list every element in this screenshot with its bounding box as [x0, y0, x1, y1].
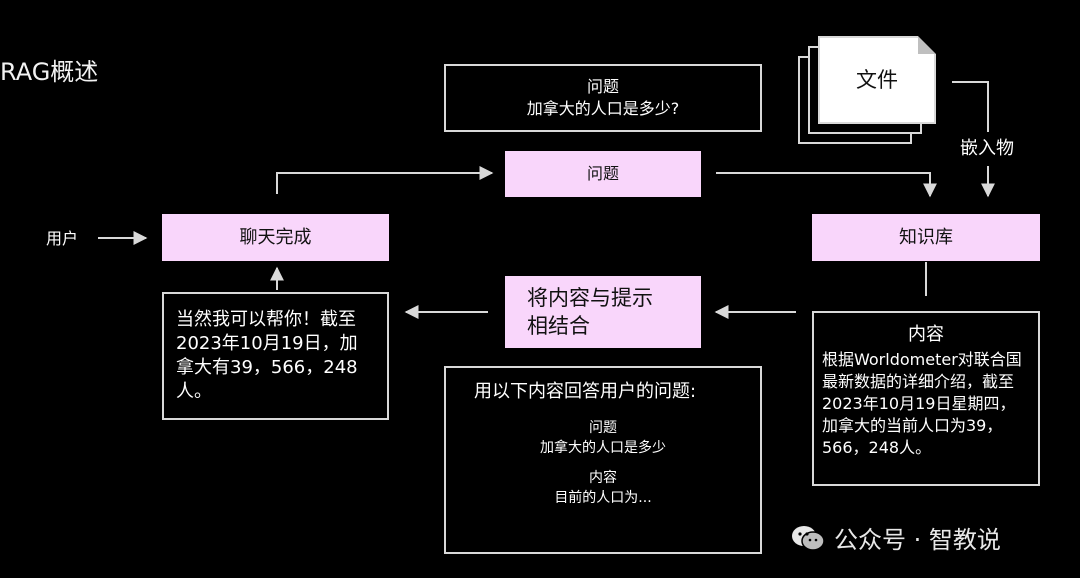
prompt-content-label: 内容	[589, 470, 617, 486]
arrow-file-to-kb	[952, 81, 989, 132]
user-label: 用户	[46, 229, 79, 248]
prompt-content-text: 目前的人口为...	[554, 490, 652, 506]
chat-completion-node: 聊天完成	[162, 214, 389, 261]
prompt-box: 用以下内容回答用户的问题: 问题 加拿大的人口是多少 内容 目前的人口为...	[444, 366, 762, 554]
content-label: 内容	[908, 324, 944, 345]
knowledge-base-label: 知识库	[899, 226, 953, 248]
chat-completion-label: 聊天完成	[239, 226, 312, 248]
page-title: RAG概述	[0, 58, 99, 86]
answer-text: 当然我可以帮你！截至2023年10月19日，加拿大有39，566，248人。	[176, 309, 358, 402]
combine-line-1: 将内容与提示	[527, 286, 653, 310]
wechat-icon	[792, 525, 825, 551]
file-node: 文件	[818, 36, 936, 124]
question-box: 问题 加拿大的人口是多少?	[444, 64, 762, 132]
content-text: 根据Worldometer对联合国最新数据的详细介绍，截至2023年10月19日…	[822, 350, 1022, 457]
file-label: 文件	[856, 68, 898, 92]
combine-line-2: 相结合	[527, 314, 590, 338]
prompt-question-text: 加拿大的人口是多少	[540, 440, 666, 456]
arrow-chat-to-query	[276, 166, 494, 194]
prompt-header: 用以下内容回答用户的问题:	[474, 381, 697, 402]
prompt-question-label: 问题	[589, 420, 617, 436]
knowledge-base-node: 知识库	[812, 214, 1040, 261]
watermark: 公众号 · 智教说	[790, 520, 1001, 555]
question-box-text: 加拿大的人口是多少?	[526, 99, 680, 118]
combine-node: 将内容与提示 相结合	[505, 276, 701, 348]
page-fold-icon	[918, 36, 936, 54]
embed-label: 嵌入物	[960, 138, 1014, 159]
content-box: 内容 根据Worldometer对联合国最新数据的详细介绍，截至2023年10月…	[812, 311, 1040, 486]
watermark-text: 公众号 · 智教说	[834, 526, 1001, 554]
query-node-label: 问题	[586, 164, 619, 183]
query-node: 问题	[505, 151, 701, 197]
question-box-label: 问题	[586, 77, 619, 96]
arrow-query-to-kb	[716, 172, 937, 198]
answer-box: 当然我可以帮你！截至2023年10月19日，加拿大有39，566，248人。	[162, 292, 389, 420]
